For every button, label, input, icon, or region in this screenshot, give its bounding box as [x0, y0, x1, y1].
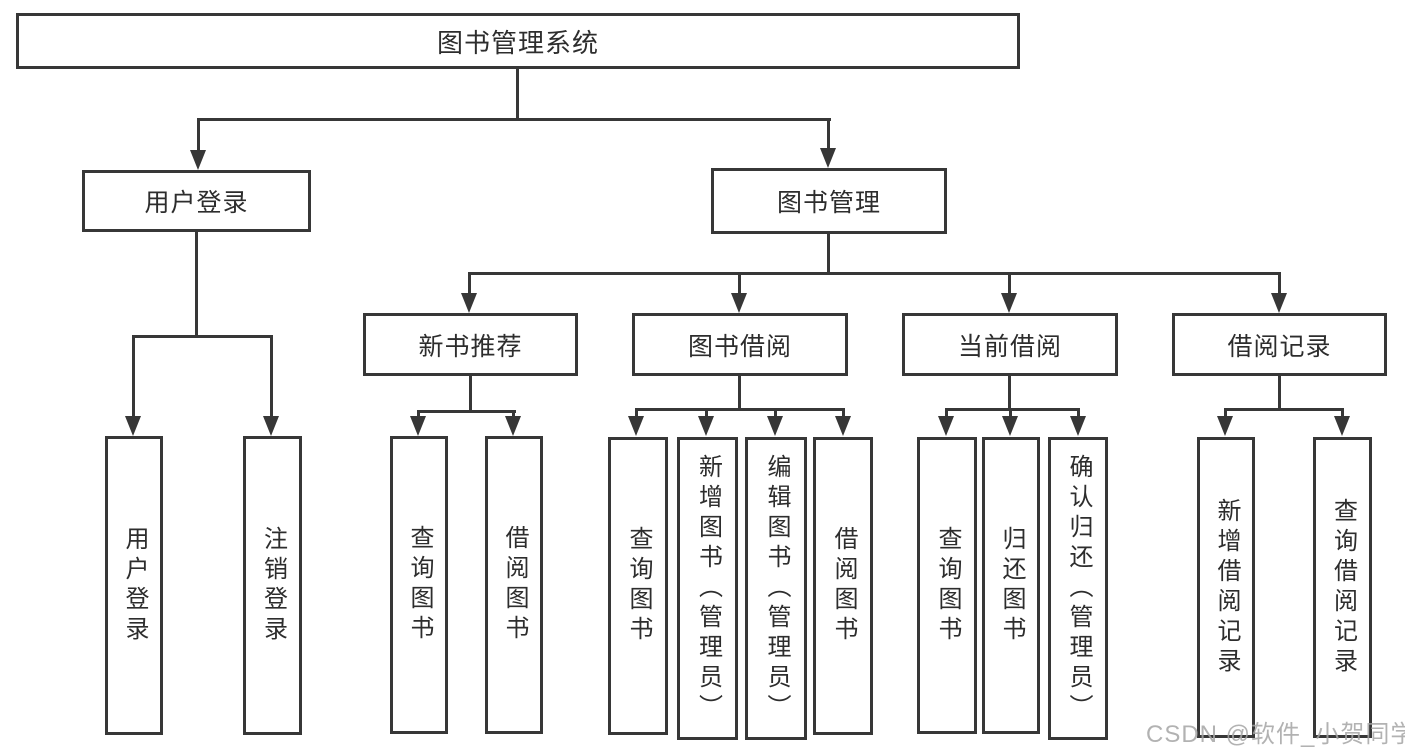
node-book-borrow-query: 查询图书 [608, 437, 668, 735]
node-current-borrow-query: 查询图书 [917, 437, 977, 734]
connector-new-rec-stem [468, 272, 471, 296]
connector-book-mgmt-stem [827, 118, 830, 151]
node-book-mgmt: 图书管理 [711, 168, 947, 234]
node-borrow-records-query: 查询借阅记录 [1313, 437, 1372, 738]
arrowhead-down-icon [628, 416, 644, 436]
connector-stem [1224, 408, 1227, 418]
connector-stem [512, 410, 515, 420]
arrowhead-down-icon [820, 148, 836, 168]
connector-current-borrow-rail [945, 408, 1080, 411]
node-current-borrow-return: 归还图书 [982, 437, 1040, 734]
arrowhead-down-icon [938, 416, 954, 436]
arrowhead-down-icon [410, 416, 426, 436]
connector-stem [1077, 408, 1080, 418]
connector-login-stem [132, 335, 135, 419]
arrowhead-down-icon [505, 416, 521, 436]
arrowhead-down-icon [1001, 293, 1017, 313]
connector-level2-rail [468, 272, 1281, 275]
connector-user-login-down [195, 232, 198, 338]
arrowhead-down-icon [835, 416, 851, 436]
node-book-borrow-add: 新增图书（管理员） [677, 437, 738, 740]
connector-logout-stem [270, 335, 273, 419]
node-borrow-records-add: 新增借阅记录 [1197, 437, 1255, 738]
arrowhead-down-icon [731, 293, 747, 313]
arrowhead-down-icon [125, 416, 141, 436]
node-current-borrow: 当前借阅 [902, 313, 1118, 376]
connector-stem [1341, 408, 1344, 418]
arrowhead-down-icon [190, 150, 206, 170]
connector-stem [842, 408, 845, 418]
arrowhead-down-icon [1070, 416, 1086, 436]
arrowhead-down-icon [767, 416, 783, 436]
arrowhead-down-icon [1334, 416, 1350, 436]
connector-book-borrow-rail [635, 408, 845, 411]
arrowhead-down-icon [461, 293, 477, 313]
connector-level1-rail [198, 118, 831, 121]
node-borrow-records: 借阅记录 [1172, 313, 1387, 376]
arrowhead-down-icon [1217, 416, 1233, 436]
connector-current-borrow-stem [1008, 272, 1011, 296]
connector-root-stem [516, 69, 519, 121]
connector-stem [635, 408, 638, 418]
connector-new-rec-rail [417, 410, 516, 413]
node-logout: 注销登录 [243, 436, 302, 735]
arrowhead-down-icon [698, 416, 714, 436]
connector-book-mgmt-down [827, 234, 830, 275]
arrowhead-down-icon [263, 416, 279, 436]
connector-stem [774, 408, 777, 418]
connector-stem [1009, 408, 1012, 418]
node-book-borrow-borrow: 借阅图书 [813, 437, 873, 735]
watermark: CSDN @软件_小贺同学 [1146, 721, 1405, 747]
connector-stem [705, 408, 708, 418]
node-current-borrow-confirm: 确认归还（管理员） [1048, 437, 1108, 740]
node-user-login: 用户登录 [82, 170, 311, 232]
node-new-rec: 新书推荐 [363, 313, 578, 376]
connector-book-borrow-down [738, 376, 741, 411]
connector-current-borrow-down [1008, 376, 1011, 411]
connector-user-login-stem [197, 118, 200, 153]
connector-stem [417, 410, 420, 420]
connector-book-borrow-stem [738, 272, 741, 296]
connector-borrow-records-rail [1224, 408, 1344, 411]
arrowhead-down-icon [1271, 293, 1287, 313]
node-new-rec-borrow: 借阅图书 [485, 436, 543, 734]
connector-borrow-records-down [1278, 376, 1281, 411]
node-login: 用户登录 [105, 436, 163, 735]
node-book-borrow-edit: 编辑图书（管理员） [745, 437, 807, 740]
connector-new-rec-down [469, 376, 472, 413]
connector-user-login-rail [132, 335, 273, 338]
node-book-borrow: 图书借阅 [632, 313, 848, 376]
arrowhead-down-icon [1002, 416, 1018, 436]
connector-borrow-records-stem [1278, 272, 1281, 296]
connector-stem [945, 408, 948, 418]
node-root: 图书管理系统 [16, 13, 1020, 69]
node-new-rec-query: 查询图书 [390, 436, 448, 734]
